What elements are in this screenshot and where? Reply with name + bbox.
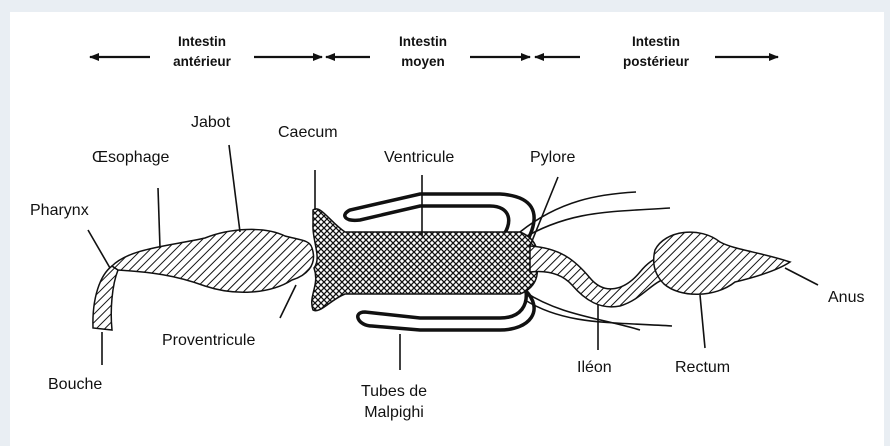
- pharynx: [93, 266, 118, 330]
- label-rectum: Rectum: [675, 359, 730, 376]
- section-posterior-line1: Intestin: [632, 34, 680, 49]
- label-anus: Anus: [828, 289, 864, 306]
- oesophagus-crop: [112, 229, 314, 292]
- label-caecum: Caecum: [278, 124, 338, 141]
- section-posterior-line2: postérieur: [623, 54, 690, 69]
- label-jabot: Jabot: [191, 114, 231, 131]
- section-middle-line2: moyen: [401, 54, 445, 69]
- label-tubes-line1: Tubes de: [361, 383, 427, 400]
- label-ileon: Iléon: [577, 359, 612, 376]
- ileum: [530, 246, 662, 307]
- label-pharynx: Pharynx: [30, 202, 89, 219]
- label-oesophage: Œsophage: [92, 149, 169, 166]
- label-tubes-line2: Malpighi: [364, 404, 424, 421]
- section-anterior-line2: antérieur: [173, 54, 232, 69]
- label-proventricule: Proventricule: [162, 332, 255, 349]
- label-ventricule: Ventricule: [384, 149, 454, 166]
- section-anterior-line1: Intestin: [178, 34, 226, 49]
- ventriculus: [312, 209, 538, 311]
- label-bouche: Bouche: [48, 376, 102, 393]
- rectum: [654, 232, 790, 294]
- section-middle-line1: Intestin: [399, 34, 447, 49]
- label-pylore: Pylore: [530, 149, 575, 166]
